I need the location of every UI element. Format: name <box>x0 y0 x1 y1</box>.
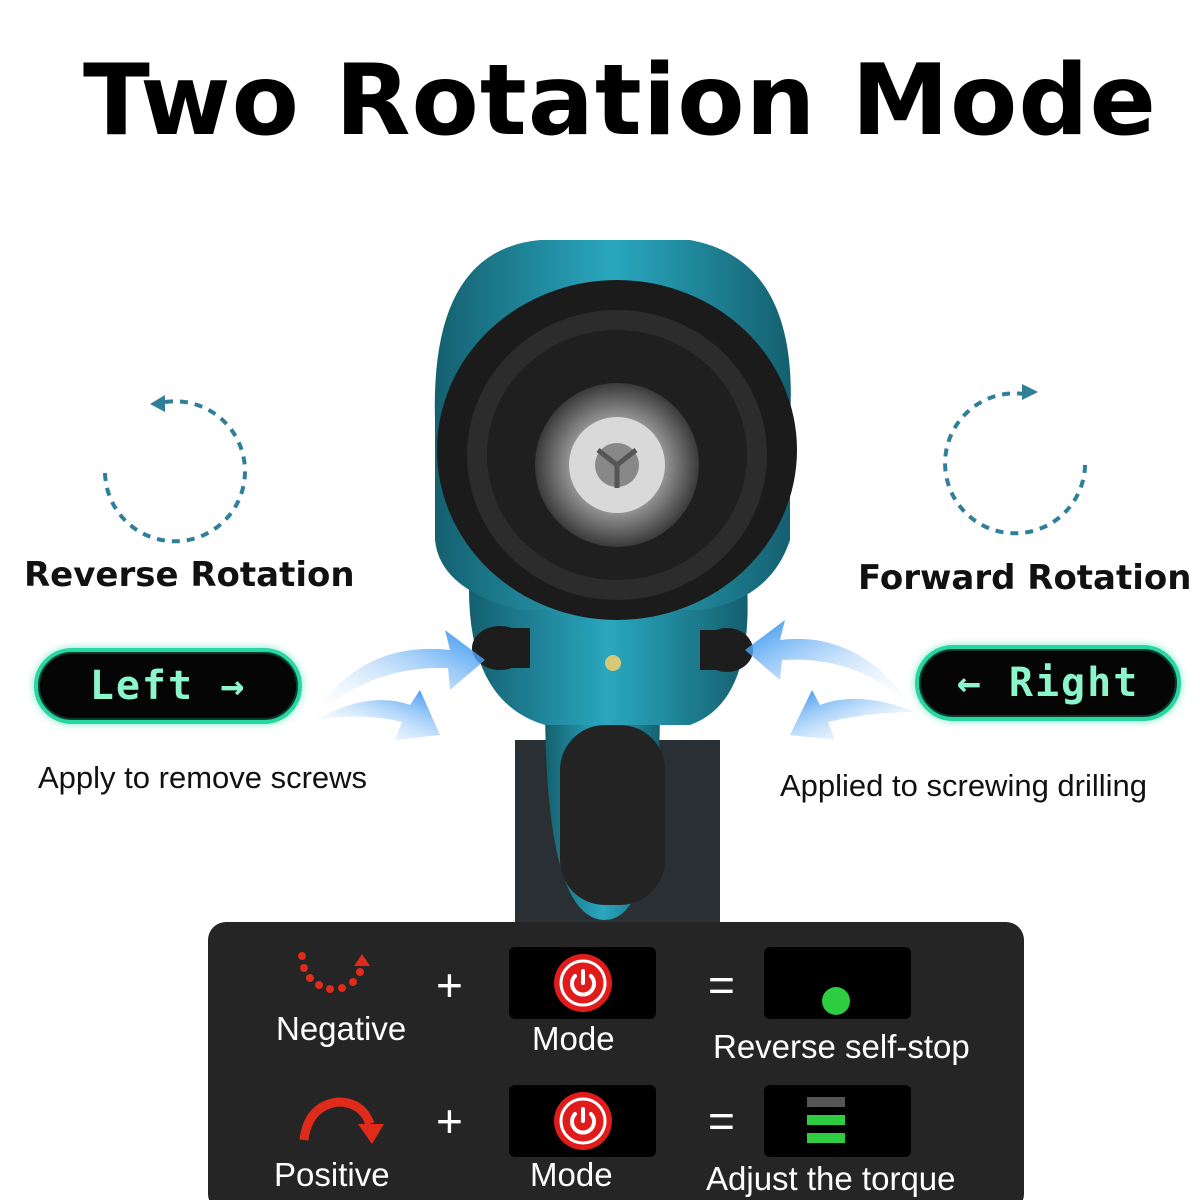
mode-button-display <box>509 1085 656 1157</box>
mode-label: Mode <box>532 1020 615 1057</box>
mode-label: Mode <box>530 1156 613 1193</box>
positive-label: Positive <box>274 1156 390 1193</box>
result-display <box>764 1085 911 1157</box>
plus-sign: + <box>436 1095 463 1147</box>
negative-label: Negative <box>276 1010 407 1047</box>
green-dot-icon <box>822 987 850 1015</box>
left-switch-label: Left → <box>34 648 302 724</box>
positive-rotation-icon <box>299 1097 384 1144</box>
reverse-self-stop-label: Reverse self-stop <box>713 1028 970 1065</box>
forward-rotation-icon <box>943 391 1088 536</box>
forward-description: Applied to screwing drilling <box>780 768 1148 803</box>
positive-row: Positive + Mode = Adjust the torque <box>208 1060 1024 1200</box>
negative-row: Negative + Mode = Reverse self-stop <box>208 922 1024 1065</box>
reverse-rotation-heading: Reverse Rotation <box>24 555 355 595</box>
plus-sign: + <box>436 959 463 1011</box>
right-switch-label: ← Right <box>915 645 1181 721</box>
page-title: Two Rotation Mode <box>83 44 1157 158</box>
mode-instructions-panel: Negative + Mode = Reverse self-stop Posi… <box>208 922 1024 1200</box>
equals-sign: = <box>708 1095 735 1147</box>
torque-bar-icon <box>807 1097 845 1107</box>
adjust-torque-label: Adjust the torque <box>706 1160 956 1197</box>
torque-bar-icon <box>807 1133 845 1143</box>
torque-bar-icon <box>807 1115 845 1125</box>
power-icon <box>554 954 612 1012</box>
equals-sign: = <box>708 959 735 1011</box>
mode-button-display <box>509 947 656 1019</box>
negative-rotation-icon <box>298 952 370 993</box>
forward-rotation-heading: Forward Rotation <box>858 558 1192 598</box>
reverse-description: Apply to remove screws <box>38 760 368 795</box>
reverse-rotation-icon <box>102 399 247 544</box>
result-display <box>764 947 911 1019</box>
power-icon <box>554 1092 612 1150</box>
